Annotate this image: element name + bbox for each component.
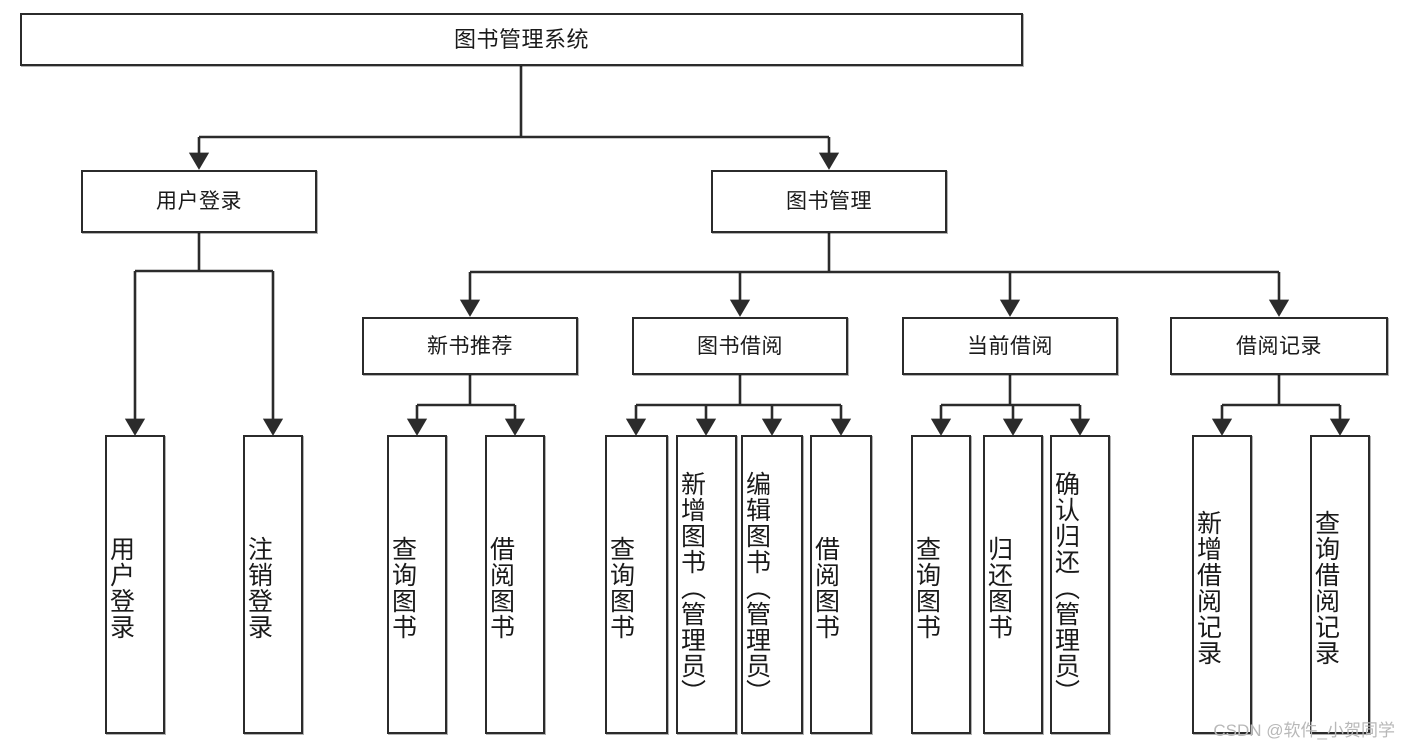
node-leaf-edit-book-label: 编辑图书（管理员）: [742, 470, 771, 705]
node-borrow-record[interactable]: 借阅记录: [1170, 317, 1388, 375]
node-leaf-query-book-3[interactable]: 查询图书: [911, 435, 971, 734]
node-leaf-user-login[interactable]: 用户登录: [105, 435, 165, 734]
node-leaf-user-logout-label: 注销登录: [244, 535, 273, 640]
node-leaf-confirm-return-label: 确认归还（管理员）: [1051, 470, 1080, 705]
node-leaf-user-login-label: 用户登录: [106, 535, 135, 640]
node-leaf-query-book-3-label: 查询图书: [912, 535, 941, 640]
node-leaf-edit-book[interactable]: 编辑图书（管理员）: [741, 435, 803, 734]
node-leaf-add-record-label: 新增借阅记录: [1193, 509, 1222, 666]
node-leaf-query-record-label: 查询借阅记录: [1311, 509, 1340, 666]
node-book-manage[interactable]: 图书管理: [711, 170, 947, 233]
node-leaf-borrow-book-1[interactable]: 借阅图书: [485, 435, 545, 734]
node-book-manage-label: 图书管理: [786, 190, 872, 213]
node-current-borrow[interactable]: 当前借阅: [902, 317, 1118, 375]
node-book-borrow[interactable]: 图书借阅: [632, 317, 848, 375]
node-user-login[interactable]: 用户登录: [81, 170, 317, 233]
node-new-book-recommend[interactable]: 新书推荐: [362, 317, 578, 375]
node-leaf-add-book[interactable]: 新增图书（管理员）: [676, 435, 737, 734]
node-borrow-record-label: 借阅记录: [1236, 334, 1322, 358]
node-user-login-label: 用户登录: [156, 190, 242, 213]
node-new-book-recommend-label: 新书推荐: [427, 334, 513, 358]
node-leaf-borrow-book-1-label: 借阅图书: [486, 535, 515, 640]
node-leaf-borrow-book-2[interactable]: 借阅图书: [810, 435, 872, 734]
node-leaf-add-record[interactable]: 新增借阅记录: [1192, 435, 1252, 734]
node-current-borrow-label: 当前借阅: [967, 334, 1053, 358]
node-root-label: 图书管理系统: [453, 26, 589, 52]
node-root[interactable]: 图书管理系统: [20, 13, 1023, 66]
node-leaf-add-book-label: 新增图书（管理员）: [677, 470, 706, 705]
node-leaf-query-book-1[interactable]: 查询图书: [387, 435, 447, 734]
node-leaf-query-book-1-label: 查询图书: [388, 535, 417, 640]
node-leaf-user-logout[interactable]: 注销登录: [243, 435, 303, 734]
node-book-borrow-label: 图书借阅: [697, 334, 783, 358]
node-leaf-return-book[interactable]: 归还图书: [983, 435, 1043, 734]
node-leaf-query-record[interactable]: 查询借阅记录: [1310, 435, 1370, 734]
node-leaf-query-book-2-label: 查询图书: [606, 535, 635, 640]
node-leaf-confirm-return[interactable]: 确认归还（管理员）: [1050, 435, 1110, 734]
node-leaf-borrow-book-2-label: 借阅图书: [811, 535, 840, 640]
watermark-text: CSDN @软件_小贺同学: [1213, 721, 1395, 740]
node-leaf-return-book-label: 归还图书: [984, 535, 1013, 640]
node-leaf-query-book-2[interactable]: 查询图书: [605, 435, 668, 734]
